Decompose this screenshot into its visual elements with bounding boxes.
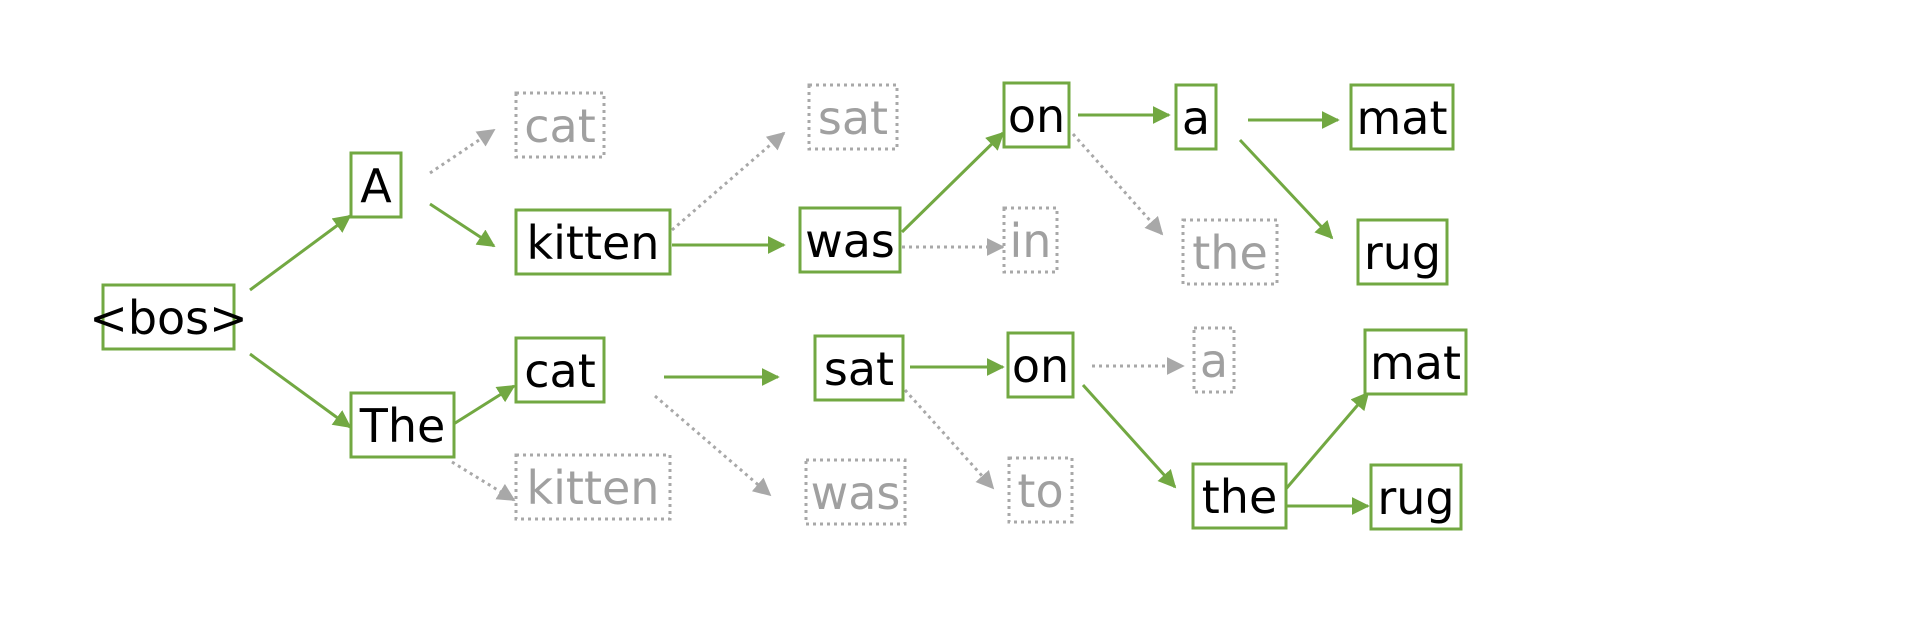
edge-A-to-cat-top (429, 128, 496, 175)
token-box (1002, 81, 1071, 149)
token-box (798, 206, 902, 274)
token-label: was (805, 214, 895, 268)
edges-layer (249, 106, 1370, 515)
token-label: mat (1356, 91, 1447, 145)
token-label: mat (1370, 336, 1461, 390)
edge-on-bot-to-the-bot (1081, 383, 1177, 489)
token-box (1181, 218, 1279, 286)
token-box (514, 336, 606, 404)
token-box (1191, 462, 1288, 530)
token-label: <bos> (89, 291, 247, 345)
token-box (1369, 463, 1463, 531)
token-node-on-top: on (1002, 81, 1071, 149)
token-label: the (1202, 470, 1278, 524)
token-box (807, 83, 899, 151)
token-node-in: in (1002, 206, 1059, 274)
token-label: a (1182, 91, 1210, 145)
token-label: A (360, 159, 392, 213)
token-label: in (1010, 214, 1052, 268)
token-node-the-top: the (1181, 218, 1279, 286)
token-box (101, 283, 236, 351)
token-node-sat-bot: sat (813, 334, 905, 402)
token-node-The: The (349, 391, 456, 459)
token-node-a-bot: a (1192, 326, 1236, 394)
token-box (1349, 83, 1455, 151)
edge-cat-bot-to-was-bot (654, 394, 772, 497)
token-label: rug (1364, 226, 1441, 280)
token-label: to (1017, 464, 1063, 518)
token-node-rug-top: rug (1356, 218, 1449, 286)
token-box (1192, 326, 1236, 394)
edge-kitten-top-to-sat-top (671, 131, 786, 232)
token-label: sat (824, 342, 894, 396)
token-node-was-top: was (798, 206, 902, 274)
token-node-the-bot: the (1191, 462, 1288, 530)
token-box (804, 458, 907, 526)
token-label: sat (818, 91, 888, 145)
token-node-cat-top: cat (514, 91, 606, 159)
token-box (514, 91, 606, 159)
token-label: a (1200, 334, 1228, 388)
token-node-a-top: a (1174, 83, 1218, 151)
edge-The-to-kitten-bot (451, 460, 516, 502)
edge-on-top-to-the-top (1071, 133, 1164, 236)
token-box (1174, 83, 1218, 151)
token-node-bos: <bos> (89, 283, 248, 351)
token-node-cat-bot: cat (514, 336, 606, 404)
token-node-was-bot: was (804, 458, 907, 526)
token-label: on (1008, 89, 1065, 143)
token-label: The (359, 399, 446, 453)
token-box (349, 151, 403, 219)
token-box (1356, 218, 1449, 286)
token-label: on (1012, 339, 1069, 393)
token-box (1002, 206, 1059, 274)
token-label: kitten (527, 216, 660, 270)
token-node-A: A (349, 151, 403, 219)
token-label: the (1192, 226, 1268, 280)
token-node-sat-top: sat (807, 83, 899, 151)
token-node-kitten-bot: kitten (514, 453, 672, 521)
token-box (1007, 456, 1074, 524)
token-box (1363, 328, 1468, 396)
token-label: cat (524, 99, 596, 153)
edge-The-to-cat-bot (451, 384, 516, 427)
token-label: kitten (527, 461, 660, 515)
token-label: was (811, 466, 901, 520)
token-node-kitten-top: kitten (514, 208, 672, 276)
nodes-layer: <bos> A The cat kitten cat kitten sat was sat was o… (89, 81, 1468, 531)
token-node-mat-bot: mat (1363, 328, 1468, 396)
edge-the-bot-to-mat-bot (1283, 391, 1370, 491)
token-box (514, 208, 672, 276)
token-node-rug-bot: rug (1369, 463, 1463, 531)
edge-bos-to-The (249, 352, 352, 429)
token-box (514, 453, 672, 521)
token-node-to: to (1007, 456, 1074, 524)
token-label: cat (524, 344, 596, 398)
edge-A-to-kitten-top (429, 202, 496, 248)
token-label: rug (1377, 471, 1454, 525)
token-box (1006, 331, 1075, 399)
edge-a-top-to-rug-top (1238, 138, 1334, 240)
token-node-on-bot: on (1006, 331, 1075, 399)
token-box (813, 334, 905, 402)
edge-bos-to-A (249, 214, 352, 292)
token-node-mat-top: mat (1349, 83, 1455, 151)
edge-sat-bot-to-to (903, 388, 995, 490)
edge-was-top-to-on-top (900, 131, 1005, 234)
token-box (349, 391, 456, 459)
